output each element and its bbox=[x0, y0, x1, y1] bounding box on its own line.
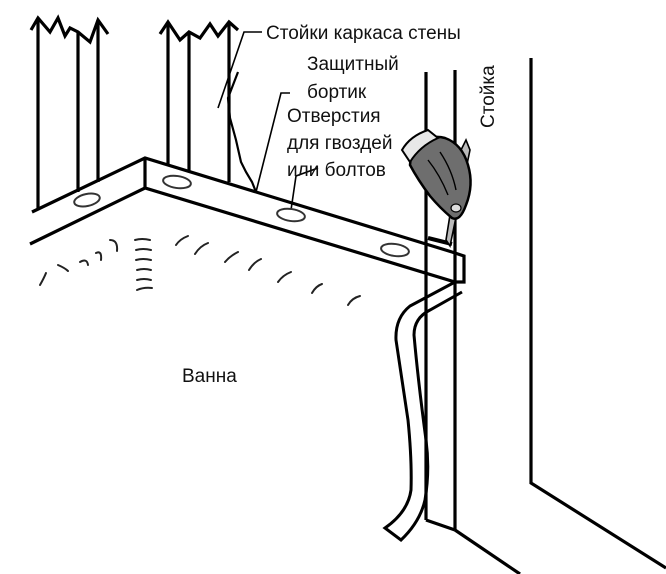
label-protective-lip-2: бортик bbox=[307, 82, 367, 103]
label-wall-studs: Стойки каркаса стены bbox=[266, 23, 461, 44]
label-stud: Стойка bbox=[478, 65, 499, 128]
nail-holes bbox=[73, 174, 410, 258]
bathtub-surface-marks bbox=[39, 235, 361, 306]
bathtub-flange bbox=[29, 156, 466, 284]
label-holes-1: Отверстия bbox=[287, 106, 381, 127]
label-protective-lip-1: Защитный bbox=[307, 54, 399, 75]
label-holes-2: для гвоздей bbox=[287, 133, 392, 154]
nail-hole-1 bbox=[73, 192, 101, 208]
hanging-strip bbox=[382, 280, 463, 542]
left-break-zigzag bbox=[29, 14, 110, 45]
hand-with-pencil-icon bbox=[400, 128, 472, 249]
right-wall bbox=[454, 58, 666, 574]
wall-crack-line bbox=[226, 71, 258, 193]
label-holes-3: или болтов bbox=[287, 160, 386, 181]
left-wall-studs bbox=[29, 14, 110, 210]
leader-lines bbox=[217, 31, 319, 211]
label-bathtub: Ванна bbox=[182, 366, 237, 387]
middle-wall-studs bbox=[158, 19, 240, 182]
nail-hole-2 bbox=[162, 174, 192, 190]
cuff bbox=[400, 128, 440, 164]
nail-hole-3 bbox=[276, 207, 306, 223]
middle-break-zigzag bbox=[158, 19, 240, 43]
nail-hole-4 bbox=[380, 242, 410, 258]
